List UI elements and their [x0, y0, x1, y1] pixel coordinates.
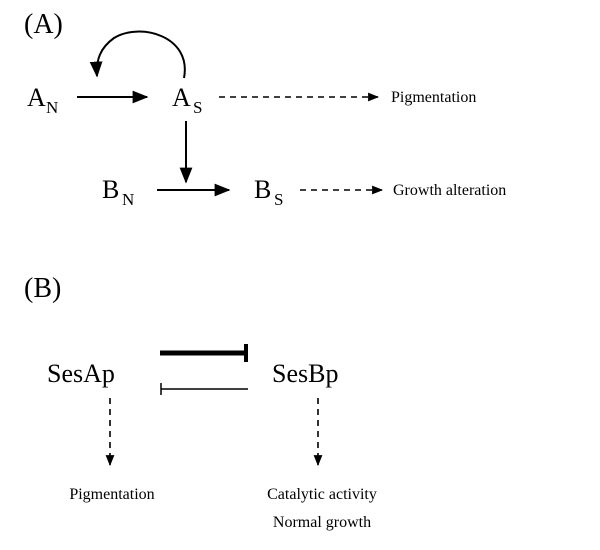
output-normal-growth: Normal growth [273, 514, 371, 531]
protein-sesbp: SesBp [272, 359, 338, 388]
output-pigmentation-b: Pigmentation [69, 486, 154, 503]
arrow-feedback-as-to-an [89, 30, 186, 79]
node-b-s-sub: S [274, 190, 283, 209]
node-b-s: B S [254, 175, 283, 209]
node-a-n-main: A [27, 83, 46, 112]
output-growth-alteration: Growth alteration [393, 182, 506, 199]
inhibition-sesbp-to-sesap [160, 383, 248, 395]
inhibition-sesap-to-sesbp [160, 344, 248, 362]
protein-sesap: SesAp [47, 359, 115, 388]
node-b-n: B N [102, 175, 134, 209]
node-a-s-main: A [172, 83, 191, 112]
node-a-s-sub: S [193, 98, 202, 117]
panel-b-label: (B) [24, 273, 61, 304]
node-b-n-sub: N [122, 190, 134, 209]
output-pigmentation-a: Pigmentation [391, 89, 476, 106]
node-a-s: A S [172, 83, 202, 117]
node-a-n-sub: N [46, 98, 58, 117]
node-b-s-main: B [254, 175, 271, 204]
node-a-n: A N [27, 83, 58, 117]
output-catalytic-activity: Catalytic activity [267, 486, 377, 503]
panel-a-label: (A) [24, 9, 63, 40]
node-b-n-main: B [102, 175, 119, 204]
